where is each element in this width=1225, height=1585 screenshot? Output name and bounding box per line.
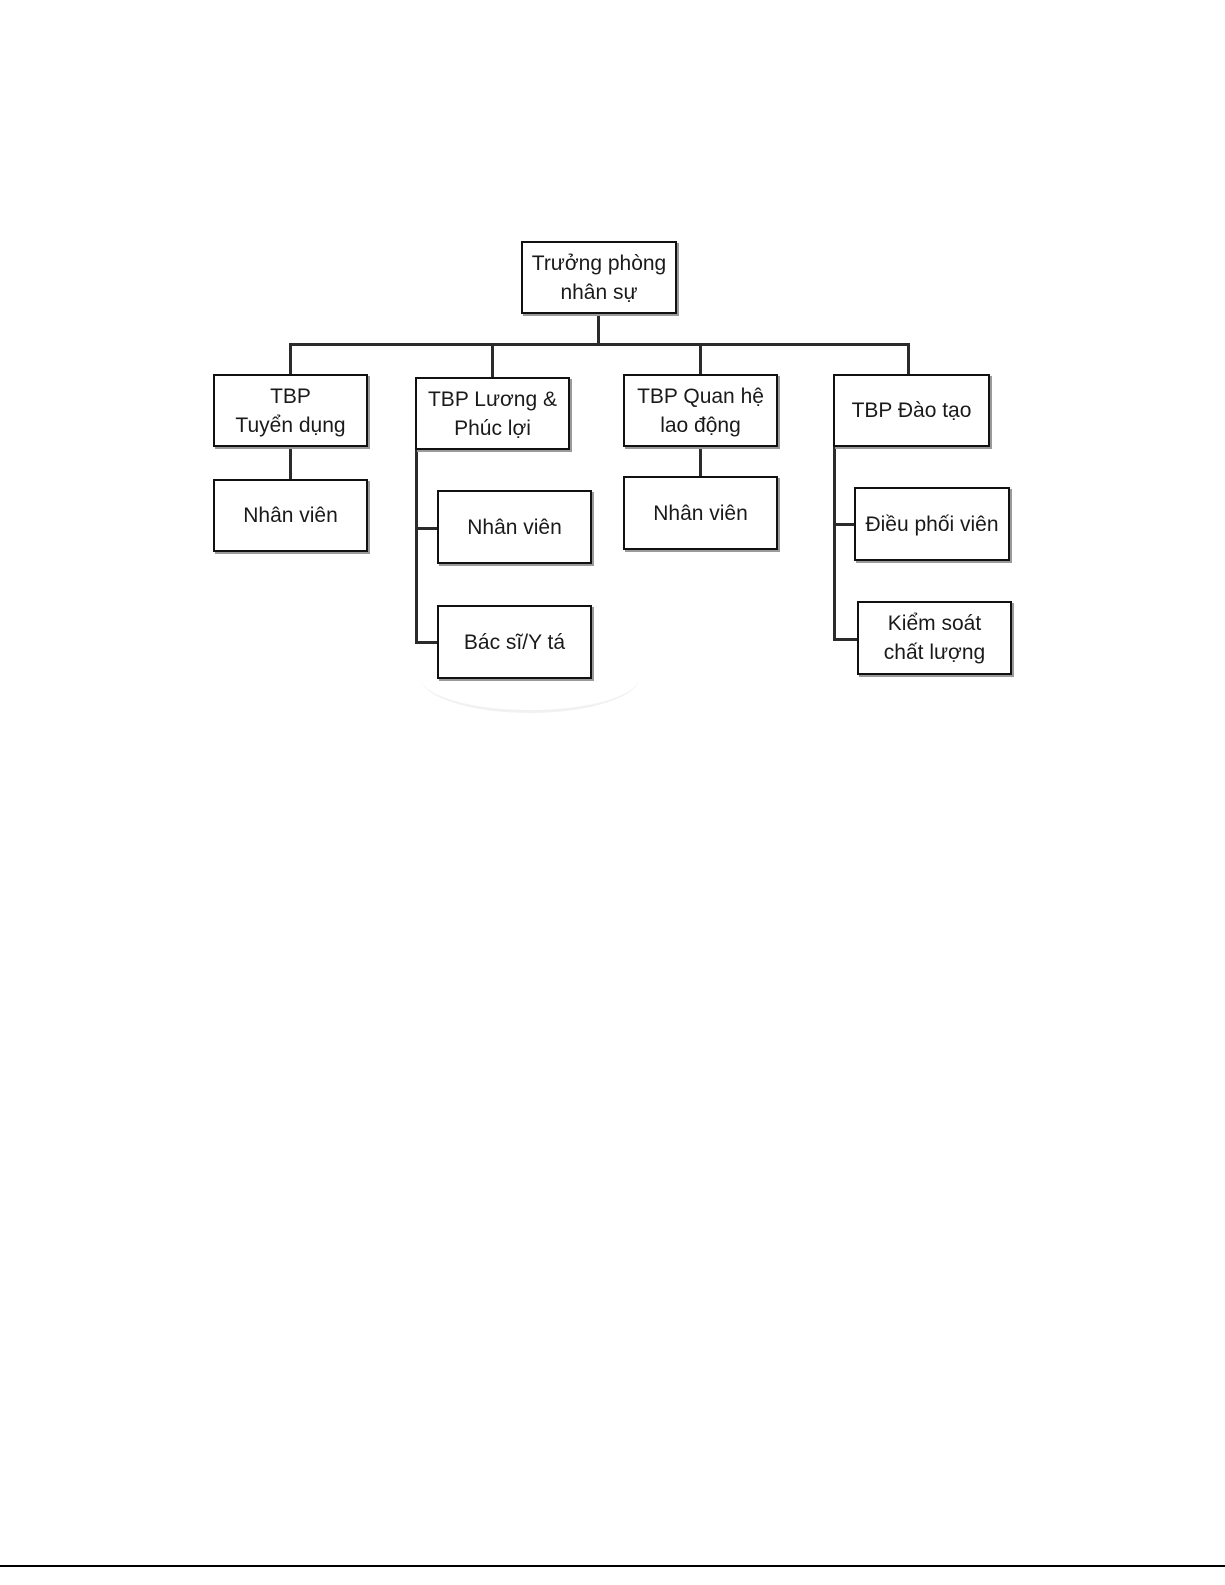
node-tbp-luong-phuc-loi-label: TBP Lương & Phúc lợi	[428, 385, 557, 443]
node-root: Trưởng phòng nhân sự	[521, 241, 677, 314]
node-luong-nhan-vien: Nhân viên	[437, 490, 592, 564]
connector-root-down	[597, 314, 600, 345]
connector-to-tuyen-dung	[289, 343, 292, 375]
connector-level1-bar	[289, 343, 910, 346]
connector-dao-tao-child1	[833, 523, 856, 526]
node-tbp-quan-he-lao-dong: TBP Quan hệ lao động	[623, 374, 778, 447]
node-tbp-dao-tao: TBP Đào tạo	[833, 374, 990, 447]
connector-quan-he-child	[699, 446, 702, 477]
connector-dao-tao-child2	[833, 638, 858, 641]
node-tbp-tuyen-dung: TBP Tuyển dụng	[213, 374, 368, 447]
node-dao-tao-kiem-soat-chat-luong: Kiểm soát chất lượng	[857, 601, 1012, 675]
page-bottom-rule	[0, 1565, 1225, 1567]
node-tbp-quan-he-lao-dong-label: TBP Quan hệ lao động	[637, 382, 764, 440]
node-luong-bac-si-y-ta-label: Bác sĩ/Y tá	[464, 628, 565, 657]
node-tuyen-dung-nhan-vien: Nhân viên	[213, 479, 368, 552]
node-dao-tao-dieu-phoi-vien-label: Điều phối viên	[865, 510, 998, 539]
node-root-label: Trưởng phòng nhân sự	[532, 249, 666, 307]
connector-to-dao-tao	[907, 343, 910, 375]
node-luong-nhan-vien-label: Nhân viên	[467, 513, 562, 542]
connector-tuyen-dung-child	[289, 446, 292, 480]
connector-to-quan-he	[699, 343, 702, 375]
connector-luong-child1	[415, 527, 439, 530]
connector-luong-spine	[415, 449, 418, 644]
connector-luong-child2	[415, 641, 439, 644]
node-tuyen-dung-nhan-vien-label: Nhân viên	[243, 501, 338, 530]
node-quan-he-nhan-vien: Nhân viên	[623, 476, 778, 550]
node-tbp-dao-tao-label: TBP Đào tạo	[852, 396, 972, 425]
node-dao-tao-dieu-phoi-vien: Điều phối viên	[854, 487, 1010, 561]
node-tbp-tuyen-dung-label: TBP Tuyển dụng	[235, 382, 345, 440]
node-luong-bac-si-y-ta: Bác sĩ/Y tá	[437, 605, 592, 679]
connector-to-luong	[491, 343, 494, 378]
node-quan-he-nhan-vien-label: Nhân viên	[653, 499, 748, 528]
node-tbp-luong-phuc-loi: TBP Lương & Phúc lợi	[415, 377, 570, 450]
connector-dao-tao-spine	[833, 446, 836, 641]
node-dao-tao-kiem-soat-chat-luong-label: Kiểm soát chất lượng	[884, 609, 985, 667]
